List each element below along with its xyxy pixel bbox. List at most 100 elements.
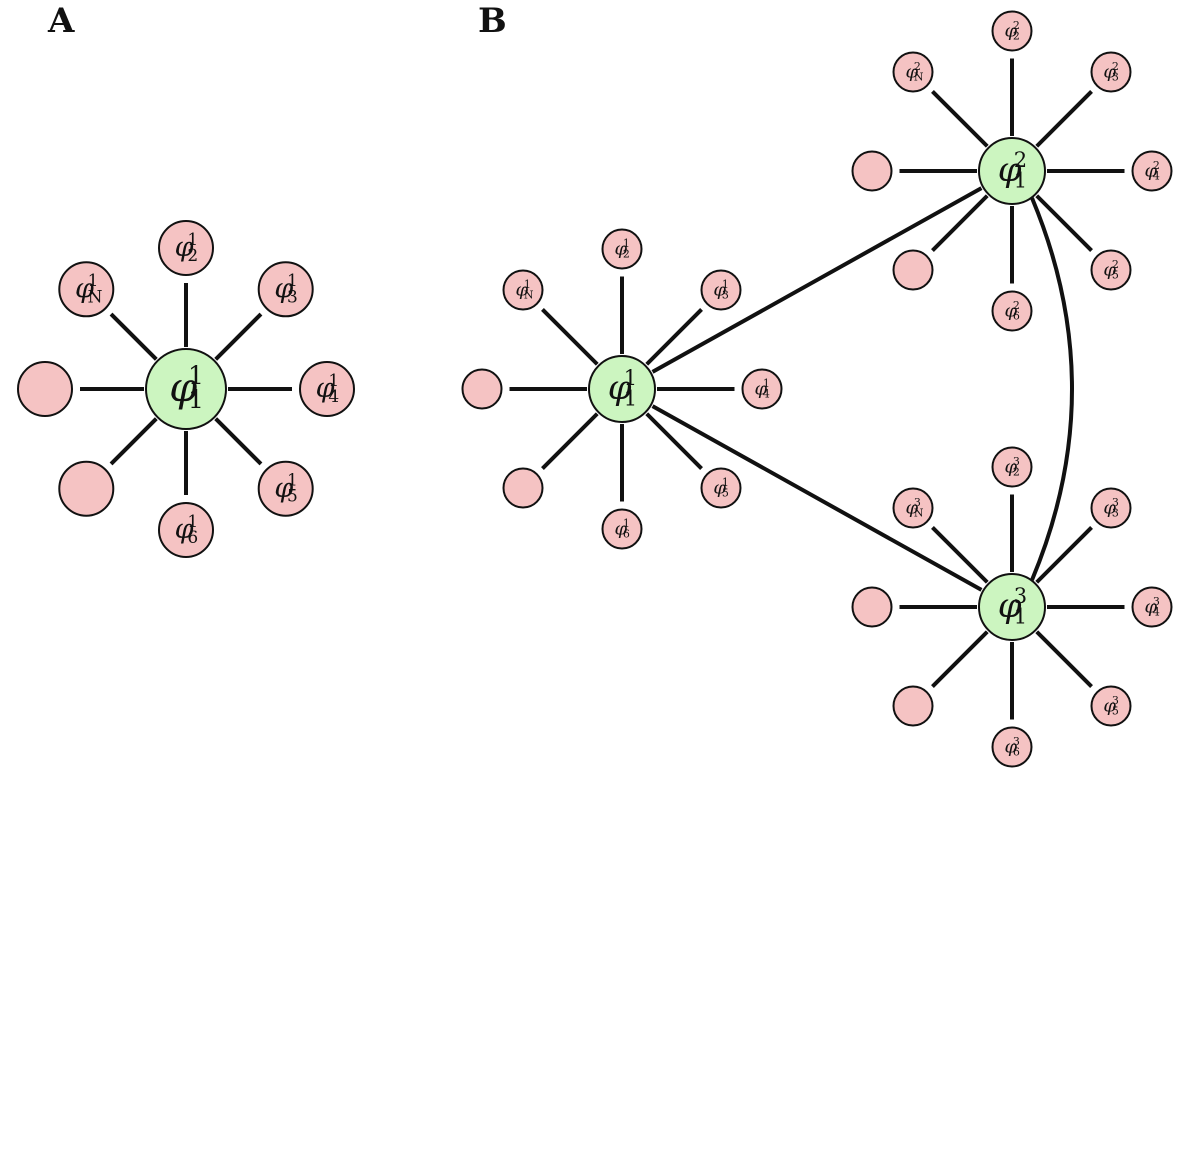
links-layer: [80, 58, 1125, 720]
A-star-leaf-circle-6: [17, 361, 73, 417]
B-star-1-leaf-circle-3: [700, 467, 742, 509]
B-star-1-leaf-circle-2: [741, 368, 783, 410]
B-star-2-spoke-3: [1035, 194, 1093, 252]
B-star-2-spoke-1: [1035, 90, 1093, 148]
B-star-3-spoke-3: [1035, 630, 1093, 688]
B-star-1-leaf-circle-5: [502, 467, 544, 509]
B-star-1-leaf-node-6: [461, 368, 503, 410]
B-star-3-hub-circle: [978, 573, 1046, 641]
B-star-3-leaf-circle-5: [892, 685, 934, 727]
B-star-3-leaf-circle-4: [991, 726, 1033, 768]
B-star-2-leaf-circle-4: [991, 290, 1033, 332]
A-star-spoke-1: [214, 312, 263, 361]
B-star-1-leaf-circle-0: [601, 228, 643, 270]
B-star-3-leaf-circle-2: [1131, 586, 1173, 628]
B-star-3-leaf-node-5: [892, 685, 934, 727]
B-star-2-leaf-node-5: [892, 249, 934, 291]
B-star-2-spoke-5: [931, 194, 989, 252]
A-star-spoke-7: [109, 312, 158, 361]
A-star-leaf-circle-0: [158, 220, 214, 276]
A-star-leaf-node-5: [58, 460, 115, 517]
B-star-3-spoke-7: [931, 526, 989, 584]
B-star-1-spoke-5: [541, 412, 599, 470]
B-star-3-leaf-circle-3: [1090, 685, 1132, 727]
B-star-1-hub-circle: [588, 355, 656, 423]
B-star-1-spoke-7: [541, 308, 599, 366]
B-star-1-spoke-3: [645, 412, 703, 470]
B-star-2-hub-circle: [978, 137, 1046, 205]
A-star-leaf-node-6: [17, 361, 73, 417]
A-star-leaf-circle-1: [257, 261, 314, 318]
panel-label-b: B: [478, 1, 507, 41]
B-star-1-leaf-circle-7: [502, 269, 544, 311]
B-star-2-leaf-circle-3: [1090, 249, 1132, 291]
B-star-1-spoke-1: [645, 308, 703, 366]
B-star-2-leaf-circle-0: [991, 10, 1033, 52]
B-star-3-leaf-circle-0: [991, 446, 1033, 488]
A-star-leaf-circle-2: [299, 361, 355, 417]
hub-link-B-star-2-B-star-3: [1030, 197, 1074, 581]
B-star-3-leaf-circle-6: [851, 586, 893, 628]
hub-link-B-star-1-B-star-2: [651, 186, 983, 374]
B-star-3-leaf-circle-7: [892, 487, 934, 529]
A-star-spoke-3: [214, 417, 263, 466]
A-star-leaf-circle-3: [257, 460, 314, 517]
B-star-2-leaf-circle-1: [1090, 51, 1132, 93]
B-star-2-leaf-circle-6: [851, 150, 893, 192]
A-star-hub-circle: [145, 348, 227, 430]
B-star-1-leaf-circle-1: [700, 269, 742, 311]
B-star-3-spoke-1: [1035, 526, 1093, 584]
panel-label-a: A: [48, 1, 75, 41]
B-star-2-leaf-circle-2: [1131, 150, 1173, 192]
B-star-1-leaf-node-5: [502, 467, 544, 509]
B-star-2-leaf-circle-5: [892, 249, 934, 291]
